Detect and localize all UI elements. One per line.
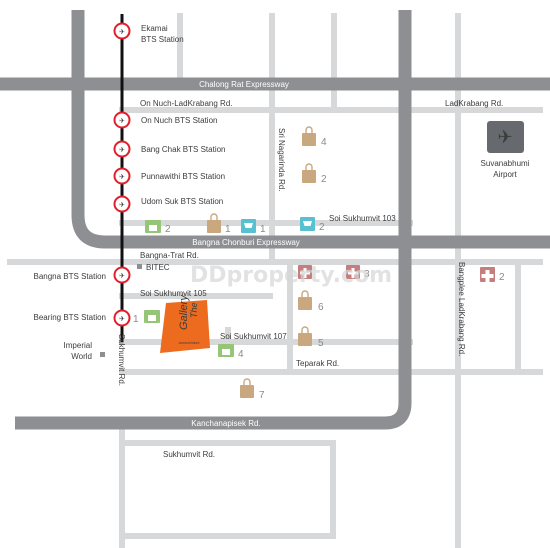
shopping-icon: 1 [207,213,231,235]
hospital-icon: 2 [480,267,505,283]
svg-text:2: 2 [321,174,327,185]
road-sukhumvit-lower [119,440,336,539]
station-udom-suk: ✈ Udom Suk BTS Station [113,195,223,213]
svg-text:4: 4 [321,137,327,148]
airport: ✈ Suvanabhumi Airport [481,121,530,179]
school-icon: 1 [133,310,160,325]
label-soi-105: Soi Sukhumvit 105 [140,289,207,298]
imperial-world-marker [100,352,105,357]
school-icon: 4 [218,344,244,360]
station-bang-chak: ✈ Bang Chak BTS Station [113,140,226,158]
shopping-icon: 4 [302,126,327,148]
svg-text:✈: ✈ [119,118,125,125]
local-roads [7,13,543,548]
svg-text:✈: ✈ [119,174,125,181]
station-bang-chak-name: Bang Chak BTS Station [141,145,226,154]
station-ekamai: ✈ Ekamai BTS Station [113,22,184,44]
bts-icon [113,309,131,327]
station-udom-suk-name: Udom Suk BTS Station [141,197,223,206]
label-bangna-chonburi: Bangna Chonburi Expressway [192,238,300,247]
label-sukhumvit-vertical: Sukhumvit Rd. [117,334,126,386]
bts-icon [113,22,131,40]
svg-text:5: 5 [318,338,324,349]
shopping-icon: 6 [298,290,324,313]
station-on-nuch: ✈ On Nuch BTS Station [113,111,217,129]
hospital-icon: 3 [346,265,370,280]
label-soi-103: Soi Sukhumvit 103 [329,214,396,223]
svg-text:1: 1 [260,224,266,235]
svg-text:2: 2 [499,272,505,283]
station-bangna: ✈ Bangna BTS Station [34,266,131,284]
svg-text:4: 4 [238,349,244,360]
supermarket-icon: 1 [241,219,266,235]
watermark: DDproperty.com [190,263,392,288]
label-sri-nagarinda: Sri Nagarinda Rd. [277,128,286,192]
project-the-gallery: The Gallery condominium [160,294,210,353]
airport-icon [487,121,524,153]
svg-text:2: 2 [319,222,325,233]
svg-text:6: 6 [318,302,324,313]
label-ladkrabang-road: LadKrabang Rd. [445,99,503,108]
svg-text:✈: ✈ [497,127,512,147]
project-name-gallery: Gallery [178,294,190,330]
label-bangplee: Bangplee LadKrabang Rd. [457,262,466,356]
project-name-the: The [189,302,199,318]
svg-text:1: 1 [225,224,231,235]
bitec-marker [137,264,142,269]
expressway-bangna-chonburi [71,10,550,249]
bitec-label: BITEC [146,263,170,272]
airport-label-1: Suvanabhumi [481,159,530,168]
bts-stations: ✈ Ekamai BTS Station ✈ On Nuch BTS Stati… [34,22,226,327]
airport-label-2: Airport [493,170,517,179]
station-bearing: ✈ Bearing BTS Station [34,309,131,327]
bts-icon [113,167,131,185]
svg-text:3: 3 [364,269,370,280]
project-tagline: condominium [179,341,200,345]
label-kanchanapisek: Kanchanapisek Rd. [191,419,260,428]
school-icon: 2 [145,220,171,235]
svg-text:✈: ✈ [119,202,125,209]
station-ekamai-sub: BTS Station [141,35,184,44]
svg-text:✈: ✈ [119,147,125,154]
project-marker [160,300,210,353]
shopping-icon: 7 [240,378,265,401]
bts-icon [113,140,131,158]
label-chalong-rat: Chalong Rat Expressway [199,80,289,89]
svg-text:✈: ✈ [119,29,125,36]
shopping-icon: 2 [302,163,327,185]
bts-icon [113,111,131,129]
label-soi-107: Soi Sukhumvit 107 [220,332,287,341]
svg-text:✈: ✈ [119,316,125,323]
station-punnawithi: ✈ Punnawithi BTS Station [113,167,225,185]
svg-text:7: 7 [259,390,265,401]
svg-text:✈: ✈ [119,273,125,280]
station-on-nuch-name: On Nuch BTS Station [141,116,217,125]
bts-icon [113,266,131,284]
label-on-nuch-road: On Nuch-LadKrabang Rd. [140,99,233,108]
hospital-icon [298,265,312,279]
label-sukhumvit-lower: Sukhumvit Rd. [163,450,215,459]
station-bearing-name: Bearing BTS Station [34,313,106,322]
expressways [0,10,550,430]
svg-text:1: 1 [133,314,139,325]
label-bangna-trat: Bangna-Trat Rd. [140,251,199,260]
expressway-kanchanapisek [15,10,412,430]
station-ekamai-name: Ekamai [141,24,168,33]
station-bangna-name: Bangna BTS Station [34,272,107,281]
svg-text:2: 2 [165,224,171,235]
label-teparak: Teparak Rd. [296,359,339,368]
supermarket-icon: 2 [300,217,325,233]
bts-icon [113,195,131,213]
station-punnawithi-name: Punnawithi BTS Station [141,172,225,181]
imperial-world-label-1: Imperial [64,341,93,350]
shopping-icon: 5 [298,326,324,349]
imperial-world-label-2: World [71,352,92,361]
